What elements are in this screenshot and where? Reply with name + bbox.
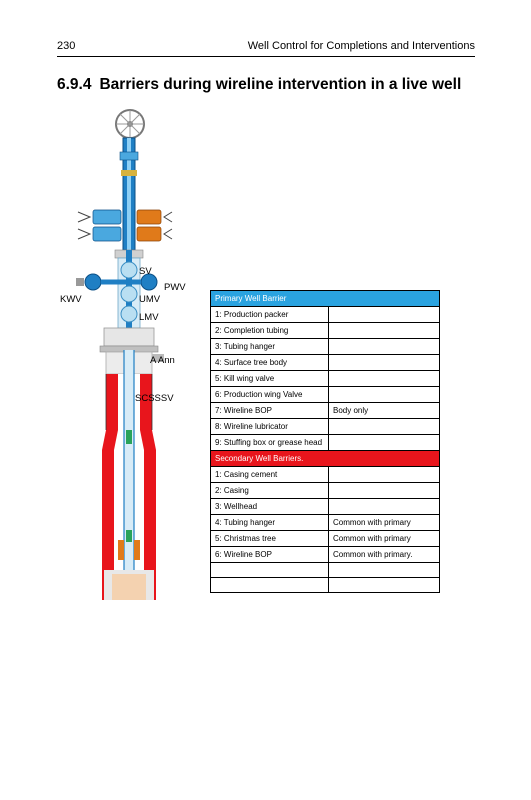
barrier-note: [328, 577, 440, 593]
barrier-note: [328, 498, 440, 515]
barrier-element: 2: Casing: [210, 482, 329, 499]
lubricator: [119, 137, 139, 251]
barrier-element: 4: Surface tree body: [210, 354, 329, 371]
barrier-note: [328, 306, 440, 323]
barrier-element: 1: Casing cement: [210, 466, 329, 483]
label-a-ann: A Ann: [150, 355, 175, 366]
barrier-note: [328, 562, 440, 578]
barrier-note: [328, 338, 440, 355]
section-title: Barriers during wireline intervention in…: [99, 76, 462, 93]
page-number: 230: [57, 40, 76, 52]
barrier-note: [328, 370, 440, 387]
running-title: Well Control for Completions and Interve…: [247, 40, 475, 52]
barrier-note: [328, 322, 440, 339]
label-lmv: LMV: [139, 312, 159, 323]
production-packer: [104, 540, 154, 600]
well-schematic-figure: [76, 109, 173, 600]
primary-barrier-header-label: Primary Well Barrier: [210, 290, 440, 307]
barrier-element: [210, 577, 329, 593]
table-row: 1: Production packer: [210, 306, 440, 323]
barrier-note: [328, 418, 440, 435]
section-heading: 6.9.4 Barriers during wireline interventi…: [57, 76, 461, 94]
table-row: 2: Completion tubing: [210, 322, 440, 339]
barrier-note: [328, 386, 440, 403]
barrier-element: 1: Production packer: [210, 306, 329, 323]
secondary-barrier-header-label: Secondary Well Barriers.: [210, 450, 440, 467]
barrier-note: [328, 482, 440, 499]
section-number: 6.9.4: [57, 76, 92, 93]
primary-barrier-header: Primary Well Barrier: [210, 290, 440, 307]
barrier-element: 9: Stuffing box or grease head: [210, 434, 329, 451]
label-kwv: KWV: [60, 294, 82, 305]
tubing-string: [123, 350, 135, 600]
barrier-note: Body only: [328, 402, 440, 419]
barrier-note: [328, 434, 440, 451]
christmas-tree: [76, 249, 158, 350]
barrier-element: 6: Wireline BOP: [210, 546, 329, 563]
table-row: 3: Tubing hanger: [210, 338, 440, 355]
secondary-barrier-header: Secondary Well Barriers.: [210, 450, 440, 467]
barrier-note: Common with primary: [328, 530, 440, 547]
barrier-note: Common with primary: [328, 514, 440, 531]
barrier-element: 8: Wireline lubricator: [210, 418, 329, 435]
table-row: 9: Stuffing box or grease head: [210, 434, 440, 451]
table-row: 4: Surface tree body: [210, 354, 440, 371]
barrier-element: [210, 562, 329, 578]
barrier-element: 6: Production wing Valve: [210, 386, 329, 403]
barrier-element: 2: Completion tubing: [210, 322, 329, 339]
barrier-element: 5: Kill wing valve: [210, 370, 329, 387]
barrier-note: [328, 354, 440, 371]
table-row: 2: Casing: [210, 482, 440, 499]
table-row: 5: Kill wing valve: [210, 370, 440, 387]
barrier-element: 4: Tubing hanger: [210, 514, 329, 531]
well-diagram: SV PWV KWV UMV LMV A Ann SCSSSV: [60, 100, 220, 600]
table-row: 3: Wellhead: [210, 498, 440, 515]
barrier-element: 7: Wireline BOP: [210, 402, 329, 419]
table-row: 8: Wireline lubricator: [210, 418, 440, 435]
barrier-element: 3: Wellhead: [210, 498, 329, 515]
table-row: 6: Production wing Valve: [210, 386, 440, 403]
barrier-element: 3: Tubing hanger: [210, 338, 329, 355]
barrier-element: 5: Christmas tree: [210, 530, 329, 547]
label-umv: UMV: [139, 294, 161, 305]
label-scsssv: SCSSSV: [135, 393, 174, 404]
label-sv: SV: [139, 266, 152, 277]
page-header: 230 Well Control for Completions and Int…: [57, 40, 475, 57]
table-row: 1: Casing cement: [210, 466, 440, 483]
table-row: [210, 562, 440, 578]
sheave-wheel-icon: [115, 109, 145, 139]
wireline-bop: [77, 209, 173, 242]
barrier-note: [328, 466, 440, 483]
barrier-note: Common with primary.: [328, 546, 440, 563]
label-pwv: PWV: [164, 282, 186, 293]
table-row: [210, 577, 440, 593]
